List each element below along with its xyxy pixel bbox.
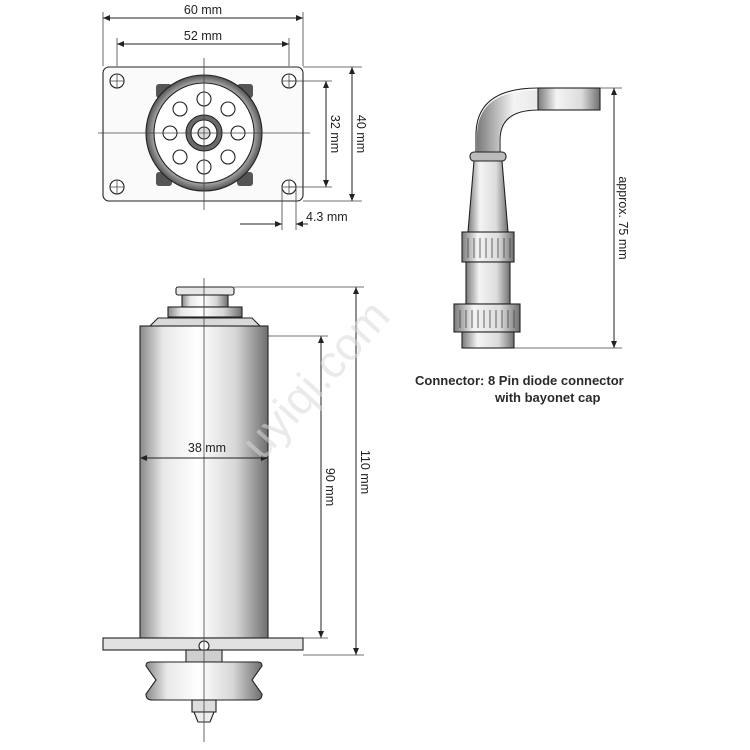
connector-caption-line2: with bayonet cap — [494, 390, 601, 405]
mounting-holes — [109, 73, 297, 195]
cable-ring — [469, 151, 507, 162]
knurl-top — [461, 231, 515, 263]
top-cap — [175, 286, 235, 296]
top-view: 60 mm 52 mm — [98, 3, 368, 230]
dim-label-90mm: 90 mm — [323, 468, 337, 506]
dim-label-40mm: 40 mm — [354, 115, 368, 153]
dim-label-52mm: 52 mm — [184, 29, 222, 43]
connector-view: approx. 75 mm Connector: 8 Pin diode con… — [415, 87, 630, 405]
dim-label-4-3mm: 4.3 mm — [306, 210, 348, 224]
dim-label-110mm: 110 mm — [358, 450, 372, 494]
connector-caption-line1: Connector: 8 Pin diode connector — [415, 373, 624, 388]
side-view: 38 mm 90 mm 110 mm — [102, 278, 372, 742]
dim-label-32mm: 32 mm — [328, 115, 342, 153]
strain-relief — [467, 160, 509, 233]
knurl-bottom — [453, 303, 521, 333]
flange-top — [148, 317, 262, 327]
dim-label-38mm: 38 mm — [188, 441, 226, 455]
dim-label-75mm: approx. 75 mm — [616, 176, 630, 259]
connector-tip — [461, 331, 515, 349]
dim-label-60mm: 60 mm — [184, 3, 222, 17]
